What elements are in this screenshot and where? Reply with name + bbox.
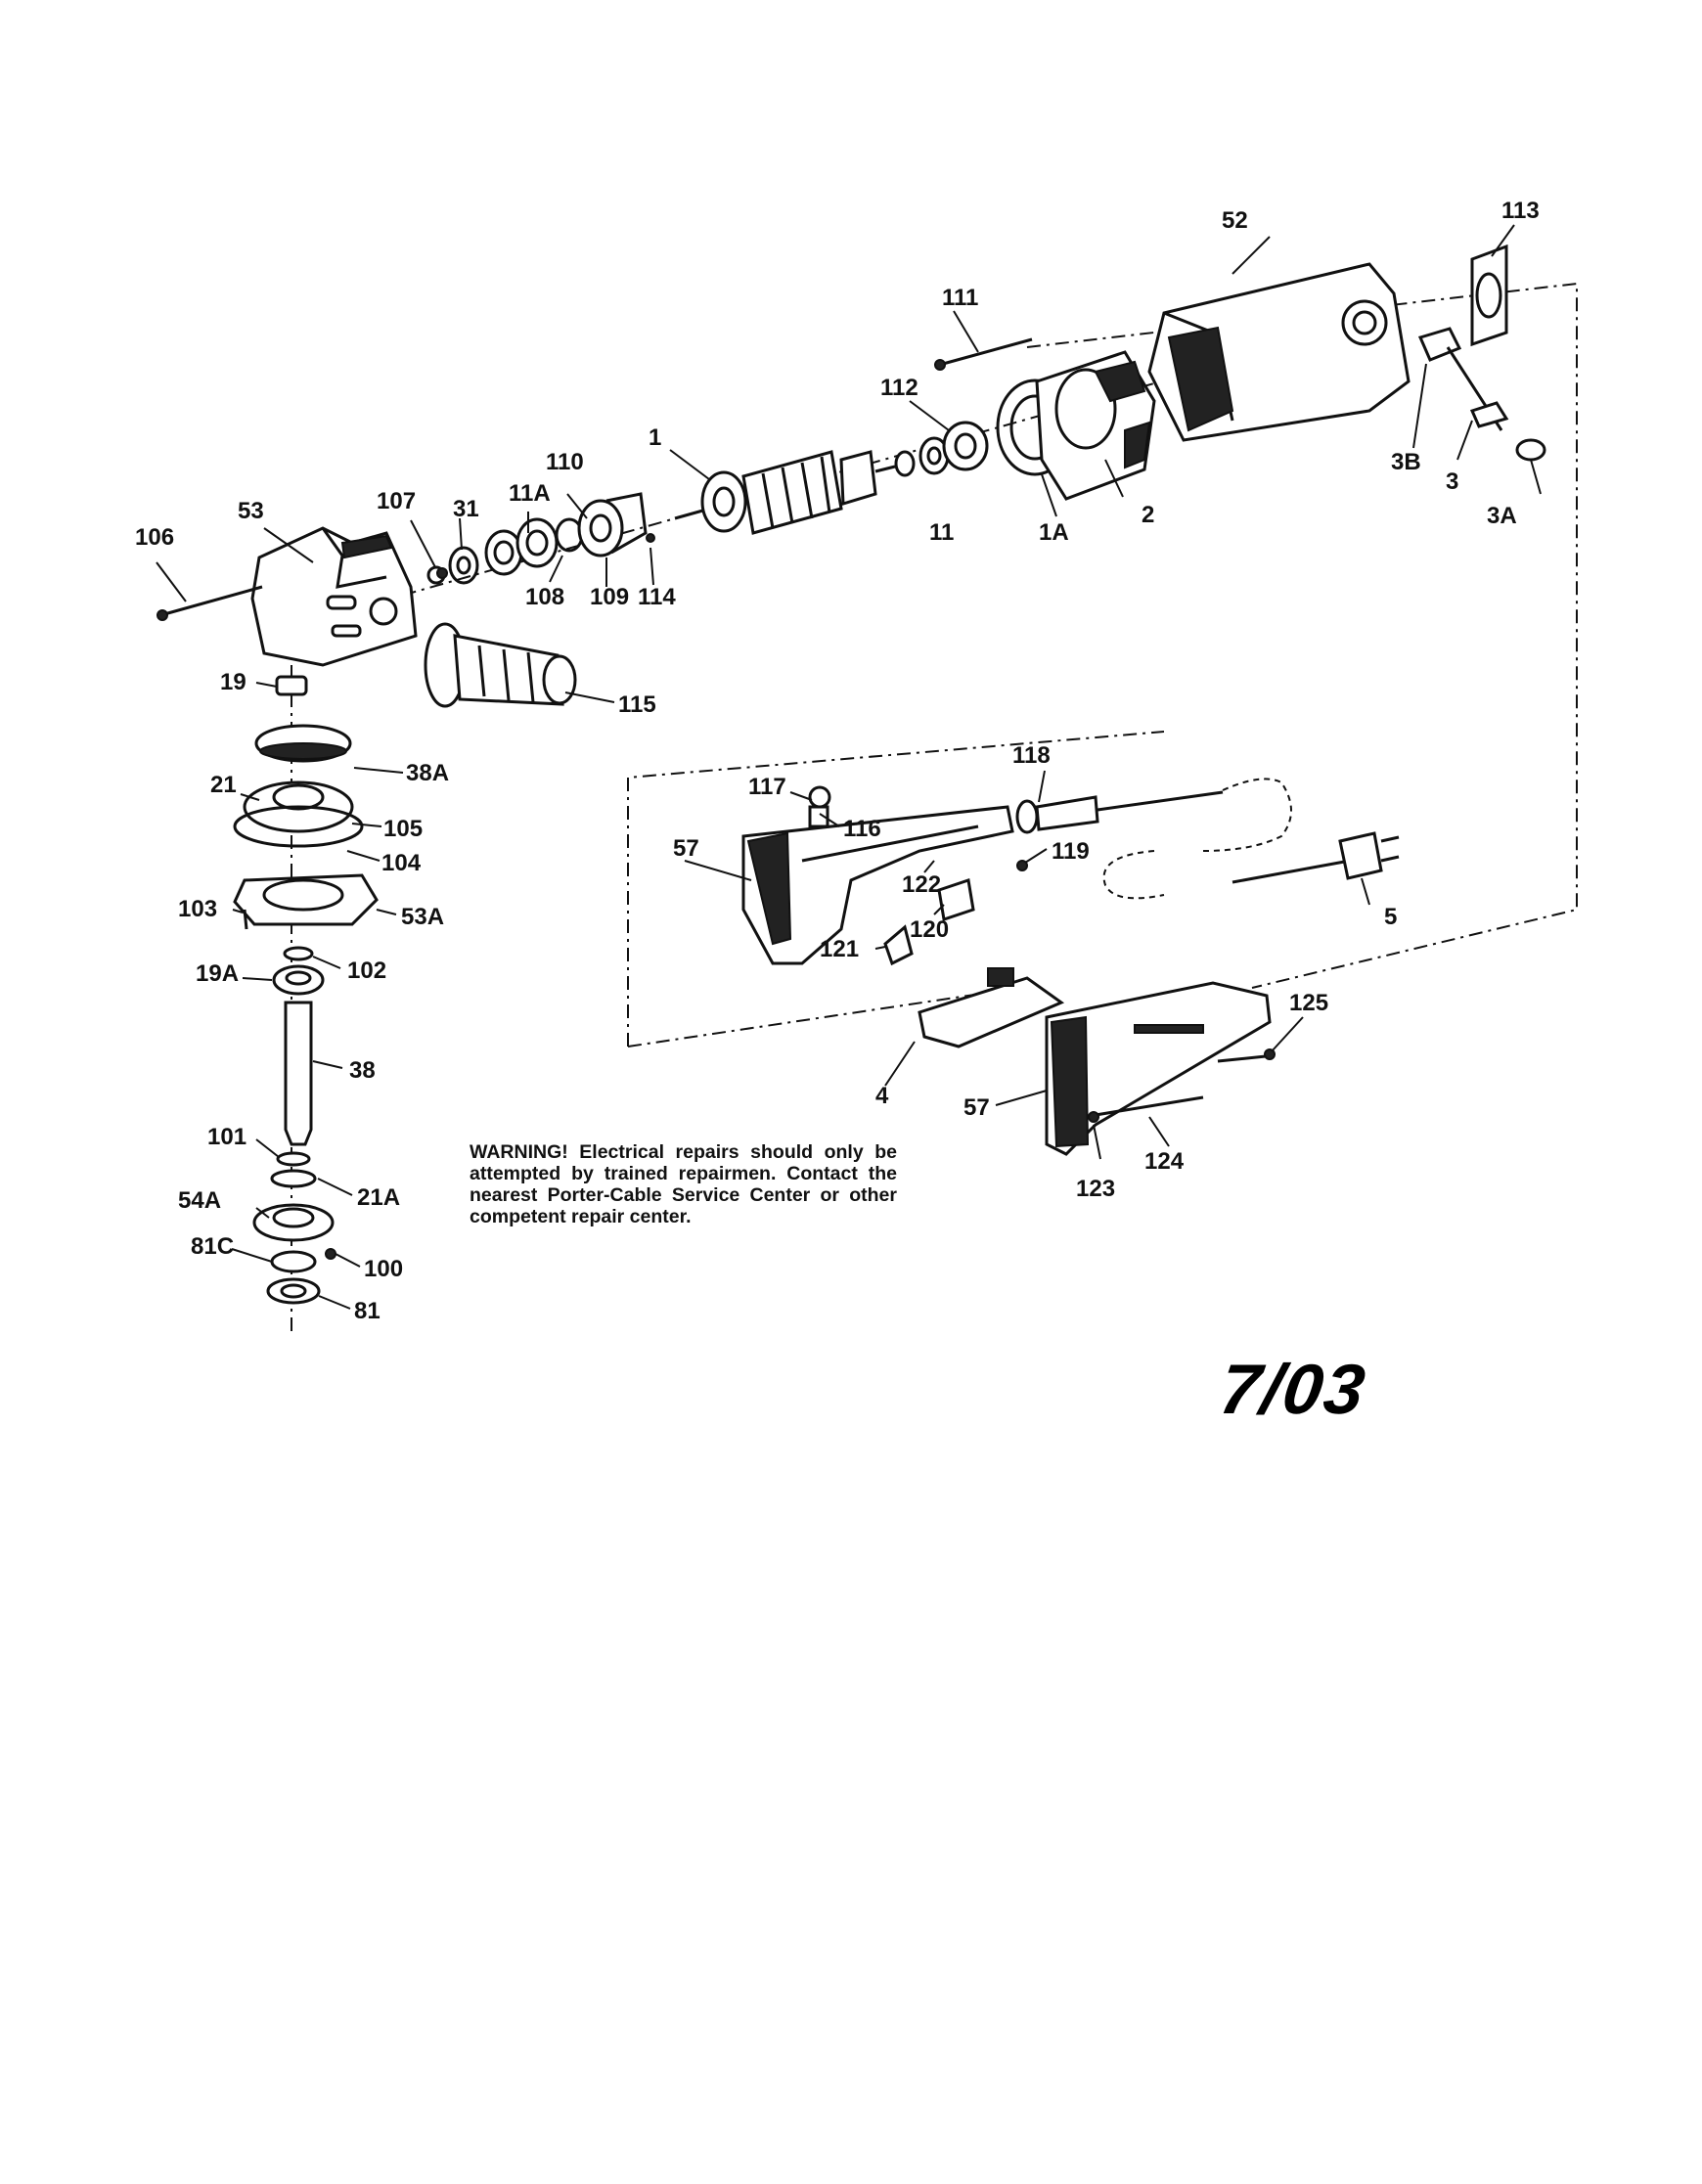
label-1: 1: [649, 424, 661, 451]
label-101: 101: [207, 1124, 246, 1150]
label-122: 122: [902, 871, 941, 898]
label-21A: 21A: [357, 1184, 400, 1211]
label-116: 116: [843, 816, 881, 842]
brush-parts: [1417, 327, 1546, 462]
label-111: 111: [942, 285, 978, 311]
label-81C: 81C: [191, 1233, 234, 1260]
label-31: 31: [453, 496, 479, 522]
date-code: 7/03: [1215, 1351, 1371, 1429]
label-38A: 38A: [406, 760, 449, 786]
warning-note: WARNING! Electrical repairs should only …: [470, 1141, 897, 1227]
motor-assembly: [157, 244, 1578, 989]
label-3: 3: [1446, 468, 1458, 495]
field-coil: [1035, 350, 1156, 501]
handle-assembly: [627, 731, 1400, 1156]
label-5: 5: [1384, 904, 1397, 930]
spindle-assembly: [233, 665, 379, 1335]
gear-train-parts: [426, 492, 655, 585]
screw-106: [157, 585, 263, 621]
screw-117: [808, 785, 831, 809]
trigger-120: [937, 878, 975, 921]
label-19: 19: [220, 669, 246, 695]
part-labels: 52 113 111 112 1 110 11A 31 107 53 106 1…: [135, 198, 1540, 1324]
label-57a: 57: [673, 835, 699, 862]
screw-119: [1016, 860, 1028, 871]
label-103: 103: [178, 896, 217, 922]
label-104: 104: [381, 850, 422, 876]
label-114: 114: [638, 584, 676, 610]
motor-housing: [1147, 262, 1411, 442]
label-118: 118: [1012, 742, 1051, 769]
label-3A: 3A: [1487, 503, 1517, 529]
label-112: 112: [880, 375, 918, 401]
screw-125: [1264, 1048, 1276, 1060]
label-105: 105: [383, 816, 423, 842]
label-38: 38: [349, 1057, 376, 1084]
label-119: 119: [1052, 838, 1090, 865]
label-81: 81: [354, 1298, 381, 1324]
label-108: 108: [525, 584, 564, 610]
lever-121: [883, 924, 914, 966]
bearing-19: [275, 675, 308, 696]
ring-21A: [270, 1169, 317, 1188]
label-113: 113: [1501, 198, 1540, 224]
label-102: 102: [347, 958, 386, 984]
gear-housing: [250, 526, 418, 667]
plug: [1338, 831, 1383, 880]
label-2: 2: [1142, 502, 1154, 528]
screw-111: [934, 337, 1033, 371]
side-handle: [424, 622, 577, 708]
label-123: 123: [1076, 1176, 1115, 1202]
label-11: 11: [929, 519, 954, 546]
ring-102: [283, 946, 314, 961]
label-1A: 1A: [1039, 519, 1069, 546]
label-110: 110: [546, 449, 584, 475]
cord-protector: [1015, 799, 1039, 834]
switch-4: [918, 976, 1065, 1048]
label-11A: 11A: [509, 480, 551, 507]
spindle-38: [284, 1001, 313, 1146]
label-107: 107: [377, 488, 416, 514]
label-19A: 19A: [196, 960, 239, 987]
nut-81C: [270, 1250, 317, 1273]
armature: [674, 436, 950, 535]
handle-half-57-upper: [741, 805, 1014, 965]
label-124: 124: [1144, 1148, 1185, 1175]
screw-123: [1088, 1111, 1099, 1123]
label-125: 125: [1289, 990, 1328, 1016]
label-109: 109: [590, 584, 629, 610]
label-106: 106: [135, 524, 174, 551]
wheel-guard-104: [233, 805, 364, 848]
spring-116: [808, 805, 829, 828]
label-117: 117: [748, 774, 786, 800]
label-53A: 53A: [401, 904, 444, 930]
gear-cover-53A: [233, 873, 379, 926]
ring-101: [276, 1151, 311, 1167]
handle-half-57-lower: [1045, 981, 1272, 1156]
screw-100: [325, 1248, 336, 1260]
label-52: 52: [1222, 207, 1248, 234]
label-115: 115: [618, 691, 656, 718]
label-54A: 54A: [178, 1187, 221, 1214]
label-57b: 57: [963, 1094, 990, 1121]
label-121: 121: [820, 936, 859, 962]
leader-lines: [156, 224, 1542, 1310]
label-3B: 3B: [1391, 449, 1421, 475]
plate-113: [1470, 244, 1508, 347]
bearing-19A: [272, 964, 325, 996]
label-120: 120: [910, 916, 949, 943]
label-21: 21: [210, 772, 237, 798]
nut-81: [266, 1277, 321, 1305]
label-53: 53: [238, 498, 264, 524]
label-4: 4: [875, 1083, 889, 1109]
label-100: 100: [364, 1256, 403, 1282]
